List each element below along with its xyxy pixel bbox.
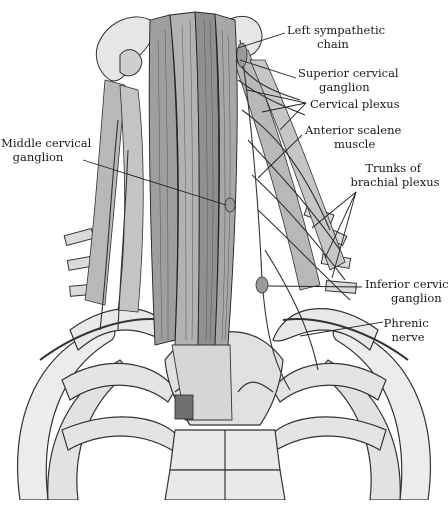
label-left-sympathetic-chain: Left sympathetic chain xyxy=(287,23,389,51)
inferior-ganglion-shape xyxy=(255,276,269,294)
leader-lines xyxy=(82,32,384,337)
label-inferior-cervical-ganglion: Inferior cervical ganglion xyxy=(365,277,448,305)
longus-colli-muscles xyxy=(148,11,238,421)
label-cervical-plexus: Cervical plexus xyxy=(310,97,400,111)
label-superior-cervical-ganglion: Superior cervical ganglion xyxy=(298,66,402,94)
nerves xyxy=(99,39,351,391)
middle-ganglion-shape xyxy=(224,197,236,213)
label-trunks-of-brachial-plexus: Trunks of brachial plexus xyxy=(350,161,439,189)
label-anterior-scalene-muscle: Anterior scalene muscle xyxy=(304,123,405,151)
label-middle-cervical-ganglion: Middle cervical ganglion xyxy=(1,136,95,164)
label-phrenic-nerve: Phrenic nerve xyxy=(384,316,433,344)
labels: Left sympathetic chain Superior cervical… xyxy=(1,23,448,344)
